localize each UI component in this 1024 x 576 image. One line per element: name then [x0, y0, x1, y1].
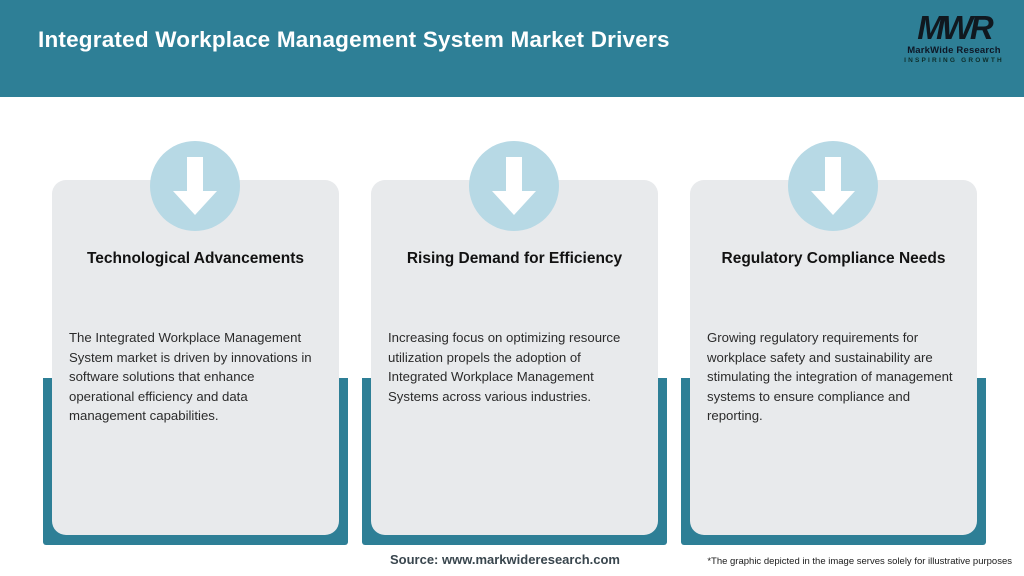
- page-title: Integrated Workplace Management System M…: [38, 27, 670, 52]
- down-arrow-badge: [788, 141, 878, 231]
- card-description: Increasing focus on optimizing resource …: [388, 330, 621, 404]
- down-arrow-icon: [168, 153, 222, 219]
- card-title: Technological Advancements: [86, 250, 305, 267]
- down-arrow-icon: [806, 153, 860, 219]
- down-arrow-badge: [150, 141, 240, 231]
- card-description: The Integrated Workplace Management Syst…: [69, 330, 312, 423]
- header-bar: Integrated Workplace Management System M…: [0, 0, 1024, 97]
- source-text: Source: www.markwideresearch.com: [389, 552, 620, 567]
- driver-card-rising-demand-for-efficiency: Rising Demand for Efficiency Increasing …: [371, 180, 658, 535]
- driver-card-technological-advancements: Technological Advancements The Integrate…: [52, 180, 339, 535]
- card-description: Growing regulatory requirements for work…: [707, 330, 953, 423]
- down-arrow-icon: [487, 153, 541, 219]
- markwide-research-logo: MWR MarkWide Research INSPIRING GROWTH: [900, 11, 1008, 64]
- logo-tagline: INSPIRING GROWTH: [904, 56, 1004, 64]
- driver-card-regulatory-compliance-needs: Regulatory Compliance Needs Growing regu…: [690, 180, 977, 535]
- disclaimer-text: *The graphic depicted in the image serve…: [707, 556, 1012, 567]
- down-arrow-badge: [469, 141, 559, 231]
- card-title: Regulatory Compliance Needs: [721, 250, 946, 267]
- card-title: Rising Demand for Efficiency: [406, 250, 623, 267]
- logo-name: MarkWide Research: [907, 45, 1001, 56]
- logo-acronym: MWR: [917, 9, 993, 46]
